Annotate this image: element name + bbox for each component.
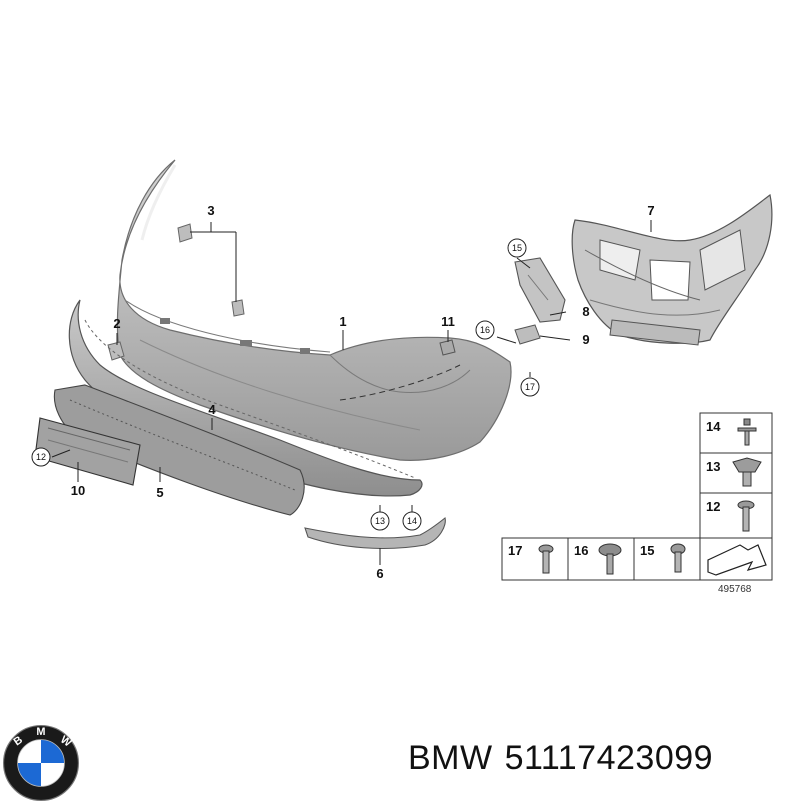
- legend-label-16: 16: [574, 543, 588, 558]
- callout-2: 2: [113, 316, 120, 331]
- svg-text:12: 12: [36, 452, 46, 462]
- bracket-2: [107, 341, 125, 361]
- circled-callout-17: 17: [520, 377, 540, 397]
- legend-arrow-icon: [707, 544, 767, 576]
- legend-pin-14: [737, 418, 757, 446]
- svg-text:M: M: [36, 726, 45, 738]
- bumper-carrier-7: [571, 193, 773, 346]
- callout-1: 1: [339, 314, 346, 329]
- side-bracket-8: [514, 257, 566, 323]
- callout-4: 4: [208, 402, 216, 417]
- callout-11: 11: [441, 314, 455, 329]
- guide-9: [514, 324, 541, 345]
- legend-bolt-16: [598, 543, 622, 575]
- bmw-logo: B M W: [2, 724, 80, 802]
- legend-label-17: 17: [508, 543, 522, 558]
- circled-callout-13: 13: [370, 511, 390, 531]
- legend-label-14: 14: [706, 419, 721, 434]
- svg-text:15: 15: [512, 243, 522, 253]
- legend-label-15: 15: [640, 543, 654, 558]
- legend-screw-12: [737, 500, 755, 532]
- circled-callout-14: 14: [402, 511, 422, 531]
- diagram-id: 495768: [718, 584, 752, 595]
- legend-label-13: 13: [706, 459, 720, 474]
- callout-numbers: 3 2 1 11 7 8 9 4 5 10 6: [71, 203, 655, 581]
- callout-7: 7: [647, 203, 654, 218]
- legend-screw-15: [670, 543, 686, 573]
- leader-lines: [51, 220, 652, 565]
- svg-text:13: 13: [375, 516, 385, 526]
- bumper-cover: [116, 159, 512, 461]
- svg-text:17: 17: [525, 382, 535, 392]
- callout-8: 8: [582, 304, 589, 319]
- svg-text:14: 14: [407, 516, 417, 526]
- brand-name: BMW: [408, 739, 493, 777]
- bracket-3-lower: [231, 299, 245, 317]
- circled-callout-15: 15: [507, 238, 527, 258]
- callout-10: 10: [71, 483, 85, 498]
- bracket-3-upper: [177, 223, 193, 243]
- plate-holder-10: [34, 417, 141, 486]
- callout-5: 5: [156, 485, 163, 500]
- part-number: 51117423099: [504, 739, 714, 777]
- circled-callout-12: 12: [31, 447, 51, 467]
- svg-text:16: 16: [480, 325, 490, 335]
- clip-11: [439, 339, 456, 356]
- chrome-strip-6: [304, 517, 446, 550]
- legend-clip-13: [732, 457, 762, 487]
- circled-callout-16: 16: [475, 320, 495, 340]
- circled-callouts: 15 16 17 12 13 14: [31, 238, 540, 531]
- legend-label-12: 12: [706, 499, 720, 514]
- callout-3: 3: [207, 203, 214, 218]
- part-caption: BMW 51117423099: [408, 739, 713, 778]
- fasteners-legend: 14 13 12 17 16 15: [501, 412, 773, 595]
- callout-9: 9: [582, 332, 589, 347]
- legend-screw-17: [538, 544, 554, 574]
- callout-6: 6: [376, 566, 383, 581]
